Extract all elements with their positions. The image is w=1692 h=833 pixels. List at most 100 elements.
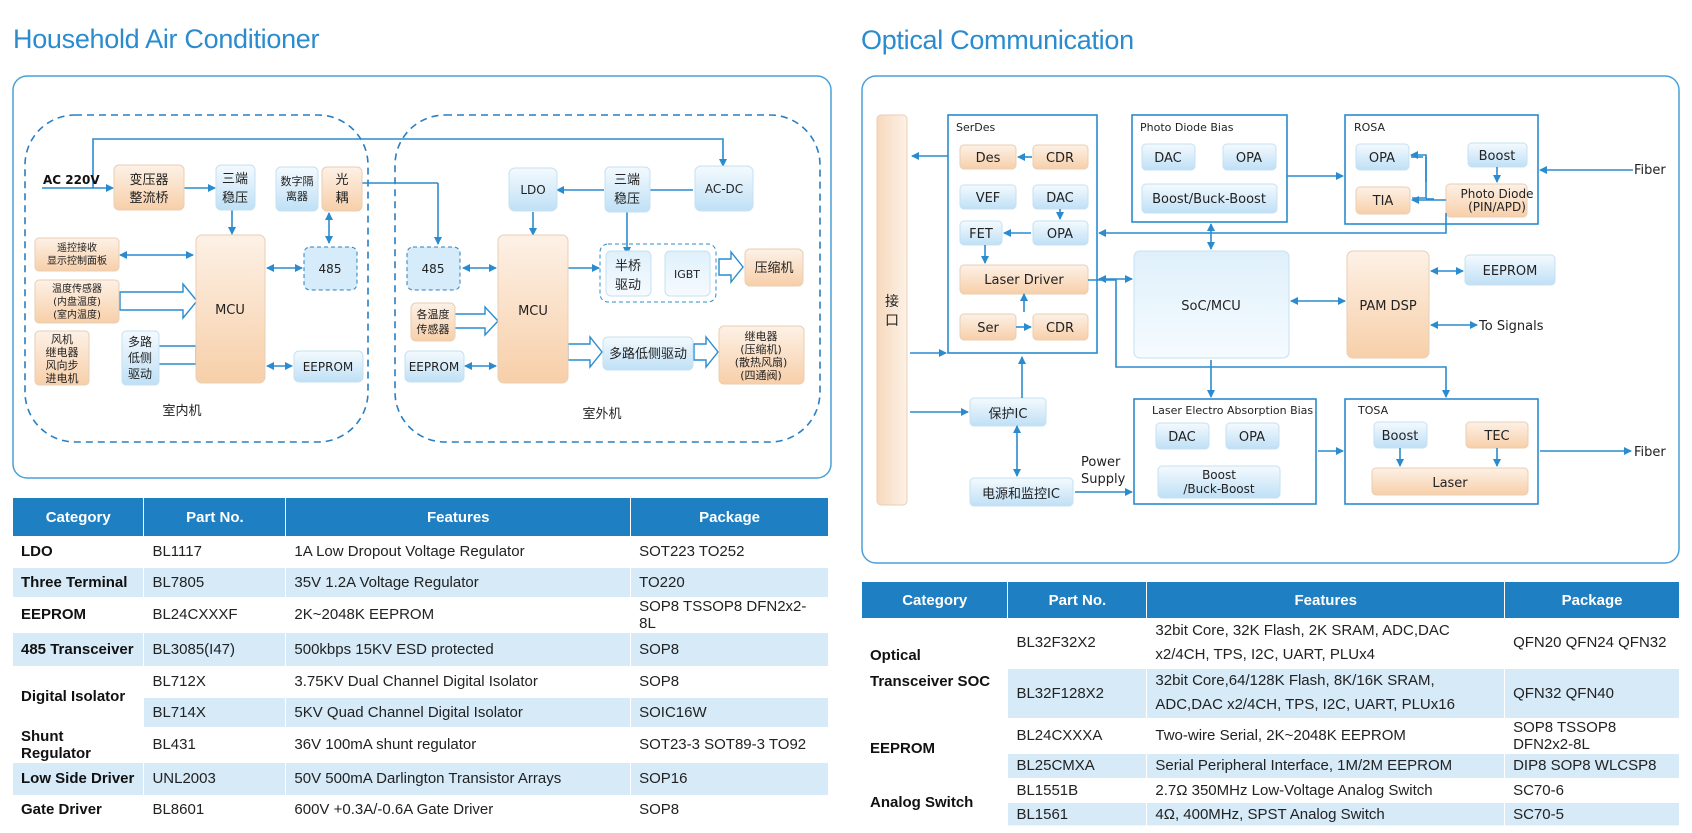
svg-text:AC-DC: AC-DC	[705, 182, 743, 196]
col-header-part: Part No.	[1007, 582, 1148, 618]
svg-text:MCU: MCU	[215, 303, 245, 318]
svg-text:三端稳压: 三端稳压	[222, 172, 248, 206]
col-header-package: Package	[630, 498, 829, 536]
svg-text:OPA: OPA	[1236, 151, 1262, 166]
svg-text:485: 485	[319, 262, 342, 276]
svg-text:压缩机: 压缩机	[754, 260, 793, 276]
svg-text:Boost/Buck-Boost: Boost/Buck-Boost	[1183, 468, 1254, 496]
svg-text:Laser Driver: Laser Driver	[984, 273, 1064, 288]
svg-text:Des: Des	[976, 151, 1001, 166]
svg-text:LDO: LDO	[520, 183, 545, 197]
svg-text:CDR: CDR	[1046, 151, 1074, 166]
svg-text:EEPROM: EEPROM	[409, 360, 460, 374]
svg-text:DAC: DAC	[1046, 191, 1074, 206]
svg-text:三端稳压: 三端稳压	[614, 173, 640, 207]
svg-text:OPA: OPA	[1369, 151, 1395, 166]
svg-text:Photo Diode Bias: Photo Diode Bias	[1140, 121, 1234, 134]
svg-text:DAC: DAC	[1168, 430, 1196, 445]
svg-text:SoC/MCU: SoC/MCU	[1181, 299, 1240, 314]
bottom-fade	[0, 825, 1692, 833]
svg-text:PAM DSP: PAM DSP	[1359, 299, 1417, 314]
svg-text:EEPROM: EEPROM	[1483, 264, 1538, 279]
svg-text:MCU: MCU	[518, 304, 548, 319]
svg-text:电源和监控IC: 电源和监控IC	[982, 487, 1060, 502]
col-header-part: Part No.	[143, 498, 287, 536]
svg-text:To Signals: To Signals	[1478, 319, 1544, 334]
col-header-package: Package	[1504, 582, 1680, 618]
svg-text:ROSA: ROSA	[1354, 121, 1385, 134]
svg-text:温度传感器(内盘温度)(室内温度): 温度传感器(内盘温度)(室内温度)	[52, 282, 102, 321]
hollow-arrow-relay	[693, 335, 719, 369]
svg-text:遥控接收显示控制面板: 遥控接收显示控制面板	[47, 241, 107, 267]
svg-text:485: 485	[422, 262, 445, 276]
svg-text:Laser: Laser	[1432, 476, 1468, 491]
svg-text:OPA: OPA	[1239, 430, 1265, 445]
svg-text:多路低侧驱动: 多路低侧驱动	[609, 346, 687, 362]
svg-text:Laser Electro Absorption Bias: Laser Electro Absorption Bias	[1152, 404, 1313, 417]
svg-text:保护IC: 保护IC	[989, 407, 1028, 422]
indoor-boundary	[24, 114, 369, 443]
right-title: Optical Communication	[861, 25, 1134, 55]
hollow-arrow-temp	[119, 282, 198, 320]
col-header-category: Category	[862, 582, 1009, 618]
svg-text:变压器整流桥: 变压器整流桥	[129, 172, 168, 206]
hollow-arrow-igbt	[718, 250, 744, 284]
svg-text:EEPROM: EEPROM	[303, 360, 354, 374]
svg-text:FET: FET	[969, 227, 993, 242]
svg-text:DAC: DAC	[1154, 151, 1182, 166]
svg-text:Photo Diode(PIN/APD): Photo Diode(PIN/APD)	[1461, 187, 1534, 214]
svg-text:半桥驱动: 半桥驱动	[615, 259, 641, 293]
svg-text:Fiber: Fiber	[1634, 163, 1666, 178]
svg-text:室内机: 室内机	[162, 403, 201, 419]
ac-220-label: AC 220V	[43, 173, 100, 187]
col-header-features: Features	[285, 498, 632, 536]
svg-text:多路低侧驱动: 多路低侧驱动	[128, 334, 152, 381]
svg-text:SerDes: SerDes	[956, 121, 996, 134]
svg-text:OPA: OPA	[1047, 227, 1073, 242]
col-header-category: Category	[13, 498, 145, 536]
transformer-l2: 整流桥	[129, 191, 168, 206]
svg-text:CDR: CDR	[1046, 321, 1074, 336]
svg-text:TIA: TIA	[1372, 194, 1394, 209]
hollow-arrow-sensor	[452, 305, 499, 337]
svg-text:IGBT: IGBT	[674, 268, 700, 281]
svg-text:数字隔离器: 数字隔离器	[281, 174, 314, 203]
svg-text:Ser: Ser	[977, 321, 999, 336]
svg-text:各温度传感器: 各温度传感器	[417, 307, 450, 336]
svg-text:风机继电器风向步进电机: 风机继电器风向步进电机	[46, 332, 79, 385]
svg-text:光耦: 光耦	[335, 173, 348, 206]
transformer-l1: 变压器	[129, 172, 168, 188]
svg-text:VEF: VEF	[976, 191, 1001, 206]
oc-frame	[861, 75, 1680, 564]
svg-text:Boost/Buck-Boost: Boost/Buck-Boost	[1152, 192, 1266, 207]
left-title: Household Air Conditioner	[13, 24, 320, 54]
right-part-table: Category Part No. Features Package Optic…	[862, 582, 1680, 827]
svg-text:TEC: TEC	[1483, 429, 1509, 444]
svg-text:室外机: 室外机	[582, 406, 621, 422]
svg-text:Fiber: Fiber	[1634, 445, 1666, 460]
ac-frame	[12, 75, 832, 479]
svg-text:TOSA: TOSA	[1357, 404, 1389, 417]
svg-text:Boost: Boost	[1479, 149, 1516, 164]
svg-text:Boost: Boost	[1382, 429, 1419, 444]
outdoor-boundary	[394, 114, 821, 443]
hollow-arrow-multi	[567, 335, 603, 369]
